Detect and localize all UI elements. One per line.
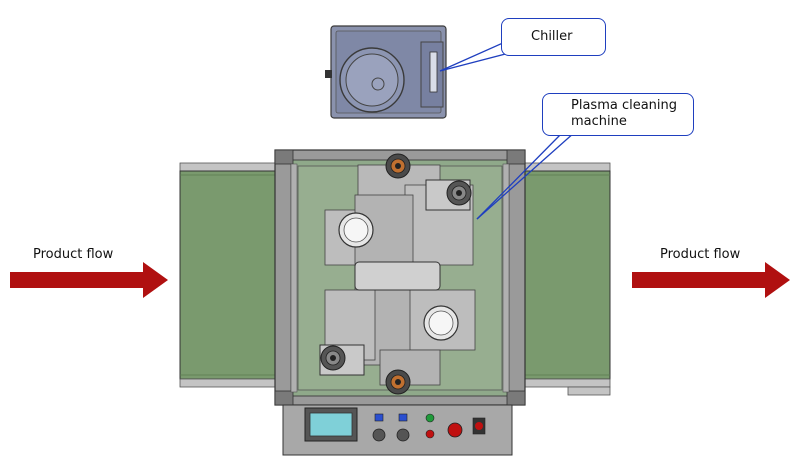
- product-flow-arrow-left: [10, 262, 168, 298]
- chiller-label: Chiller: [531, 29, 573, 44]
- fan-bottom-left: [319, 344, 365, 376]
- top-motor: [385, 153, 411, 179]
- electrode-bottom-right: [423, 305, 459, 341]
- product-flow-right-label: Product flow: [660, 247, 741, 262]
- chiller-callout: Chiller: [501, 18, 606, 56]
- bottom-motor: [385, 369, 411, 395]
- electrode-top-left: [338, 212, 374, 248]
- plasma-callout: Plasma cleaning machine: [542, 93, 694, 136]
- control-panel: [282, 404, 513, 456]
- plasma-label-line1: Plasma cleaning: [571, 98, 678, 113]
- chiller-unit: [325, 25, 447, 119]
- plasma-leader: [476, 131, 576, 220]
- plasma-label-line2: machine: [571, 114, 627, 129]
- fan-top-right: [425, 179, 472, 211]
- product-flow-arrow-right: [632, 262, 790, 298]
- left-conveyor: [179, 162, 301, 388]
- product-flow-left-label: Product flow: [33, 247, 114, 262]
